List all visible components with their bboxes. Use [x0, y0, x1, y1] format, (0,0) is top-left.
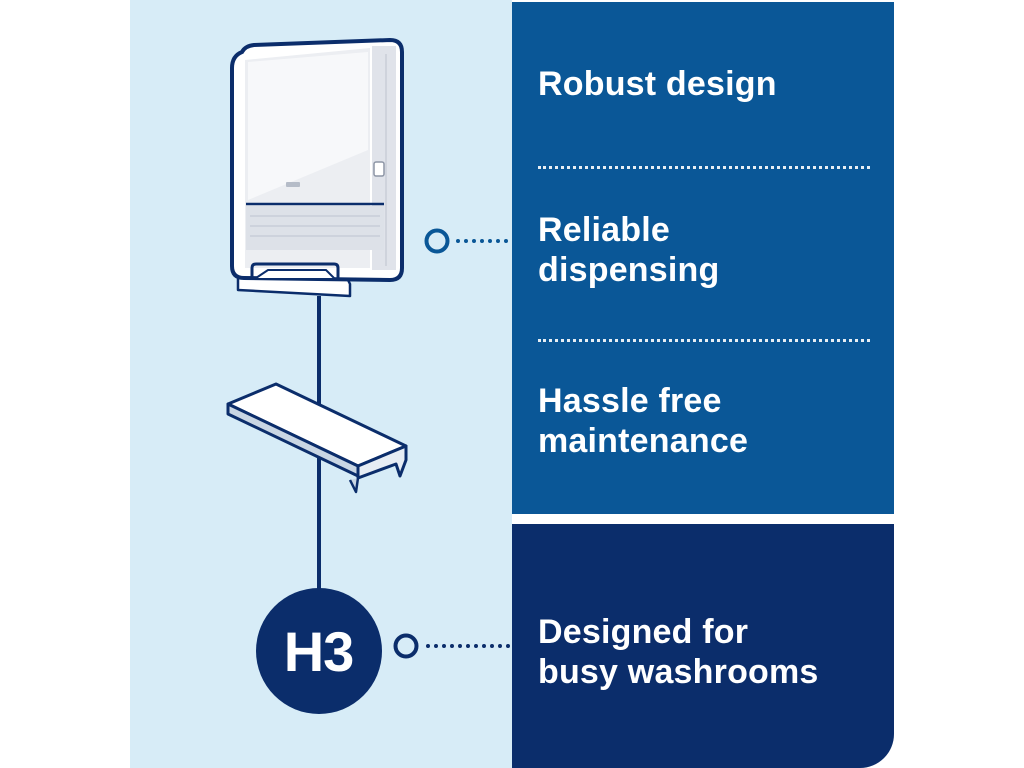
feature-reliable-dispensing: Reliable dispensing [538, 211, 720, 289]
h3-badge-label: H3 [283, 620, 355, 683]
badge-connector-dot-icon [393, 633, 512, 659]
feature-panel [512, 2, 894, 514]
folded-towel-icon [226, 382, 408, 494]
feature-hassle-free-maintenance: Hassle free maintenance [538, 382, 749, 460]
feature-divider [538, 339, 870, 342]
feature-robust-design: Robust design [538, 65, 777, 103]
connector-dot-icon [424, 228, 512, 254]
brand-logo-mark [286, 182, 300, 187]
towel-dispenser-icon [230, 37, 404, 298]
feature-divider [538, 166, 870, 169]
highlight-panel [512, 524, 894, 768]
h3-badge [256, 588, 382, 714]
feature-busy-washrooms: Designed for busy washrooms [538, 613, 819, 691]
